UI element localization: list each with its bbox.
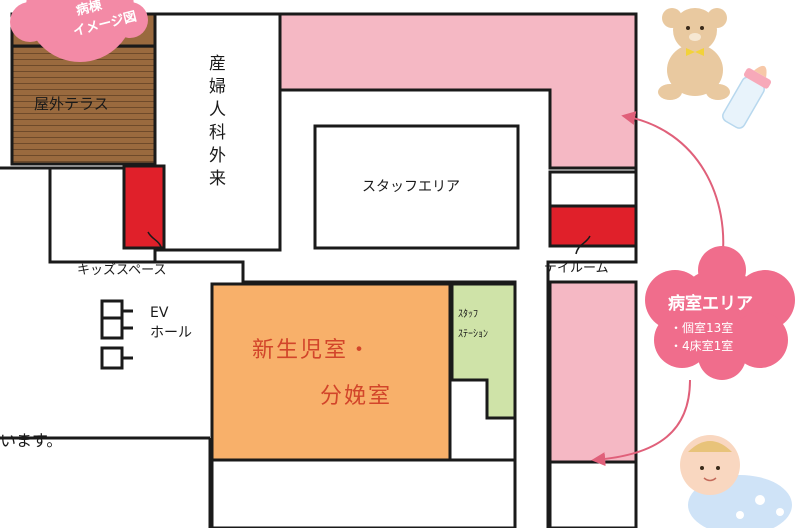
nursery-label-1: 新生児室・ — [252, 338, 373, 363]
ward-area-title: 病室エリア — [668, 294, 753, 314]
red-room-right — [548, 204, 638, 248]
obgyn-clinic — [153, 12, 282, 252]
ward-cloud — [645, 246, 795, 380]
day-room-label: デイルーム — [544, 261, 609, 276]
arrow-to-top-ward — [621, 111, 725, 263]
baby-bottle-icon — [722, 65, 772, 129]
nursery-delivery-room — [210, 282, 452, 462]
red-room-left — [122, 164, 166, 250]
baby-icon — [680, 435, 792, 528]
teddy-bear-icon — [658, 8, 730, 100]
ward-pink-top — [278, 12, 638, 170]
ward-area-line1: ・個室13室 — [670, 321, 734, 335]
elevator-group — [100, 299, 133, 370]
ev-hall-label-1: EV — [150, 305, 169, 321]
obgyn-label: 産婦人科外来 — [205, 54, 225, 192]
kids-space-label: キッズスペース — [77, 263, 167, 278]
ward-area-line2: ・4床室1室 — [670, 339, 734, 353]
terrace-area — [10, 44, 157, 166]
staff-station-label-1: ｽﾀｯﾌ — [458, 309, 478, 320]
bottom-room — [210, 458, 517, 528]
ward-pink-bottom — [548, 280, 638, 464]
staff-area-label: スタッフエリア — [362, 179, 460, 195]
right-white-room — [548, 170, 638, 208]
staff-station — [450, 282, 517, 420]
staff-station-label-2: ｽﾃｰｼｮﾝ — [458, 329, 488, 340]
terrace-label: 屋外テラス — [34, 95, 109, 113]
ev-hall-label-2: ホール — [150, 325, 192, 341]
nursery-label-2: 分娩室 — [320, 384, 393, 409]
right-bottom-room — [548, 460, 638, 528]
footnote-text: います。 — [0, 431, 63, 450]
staff-area — [313, 124, 520, 250]
image-badge — [10, 0, 148, 62]
arrow-to-bottom-ward — [591, 379, 691, 467]
